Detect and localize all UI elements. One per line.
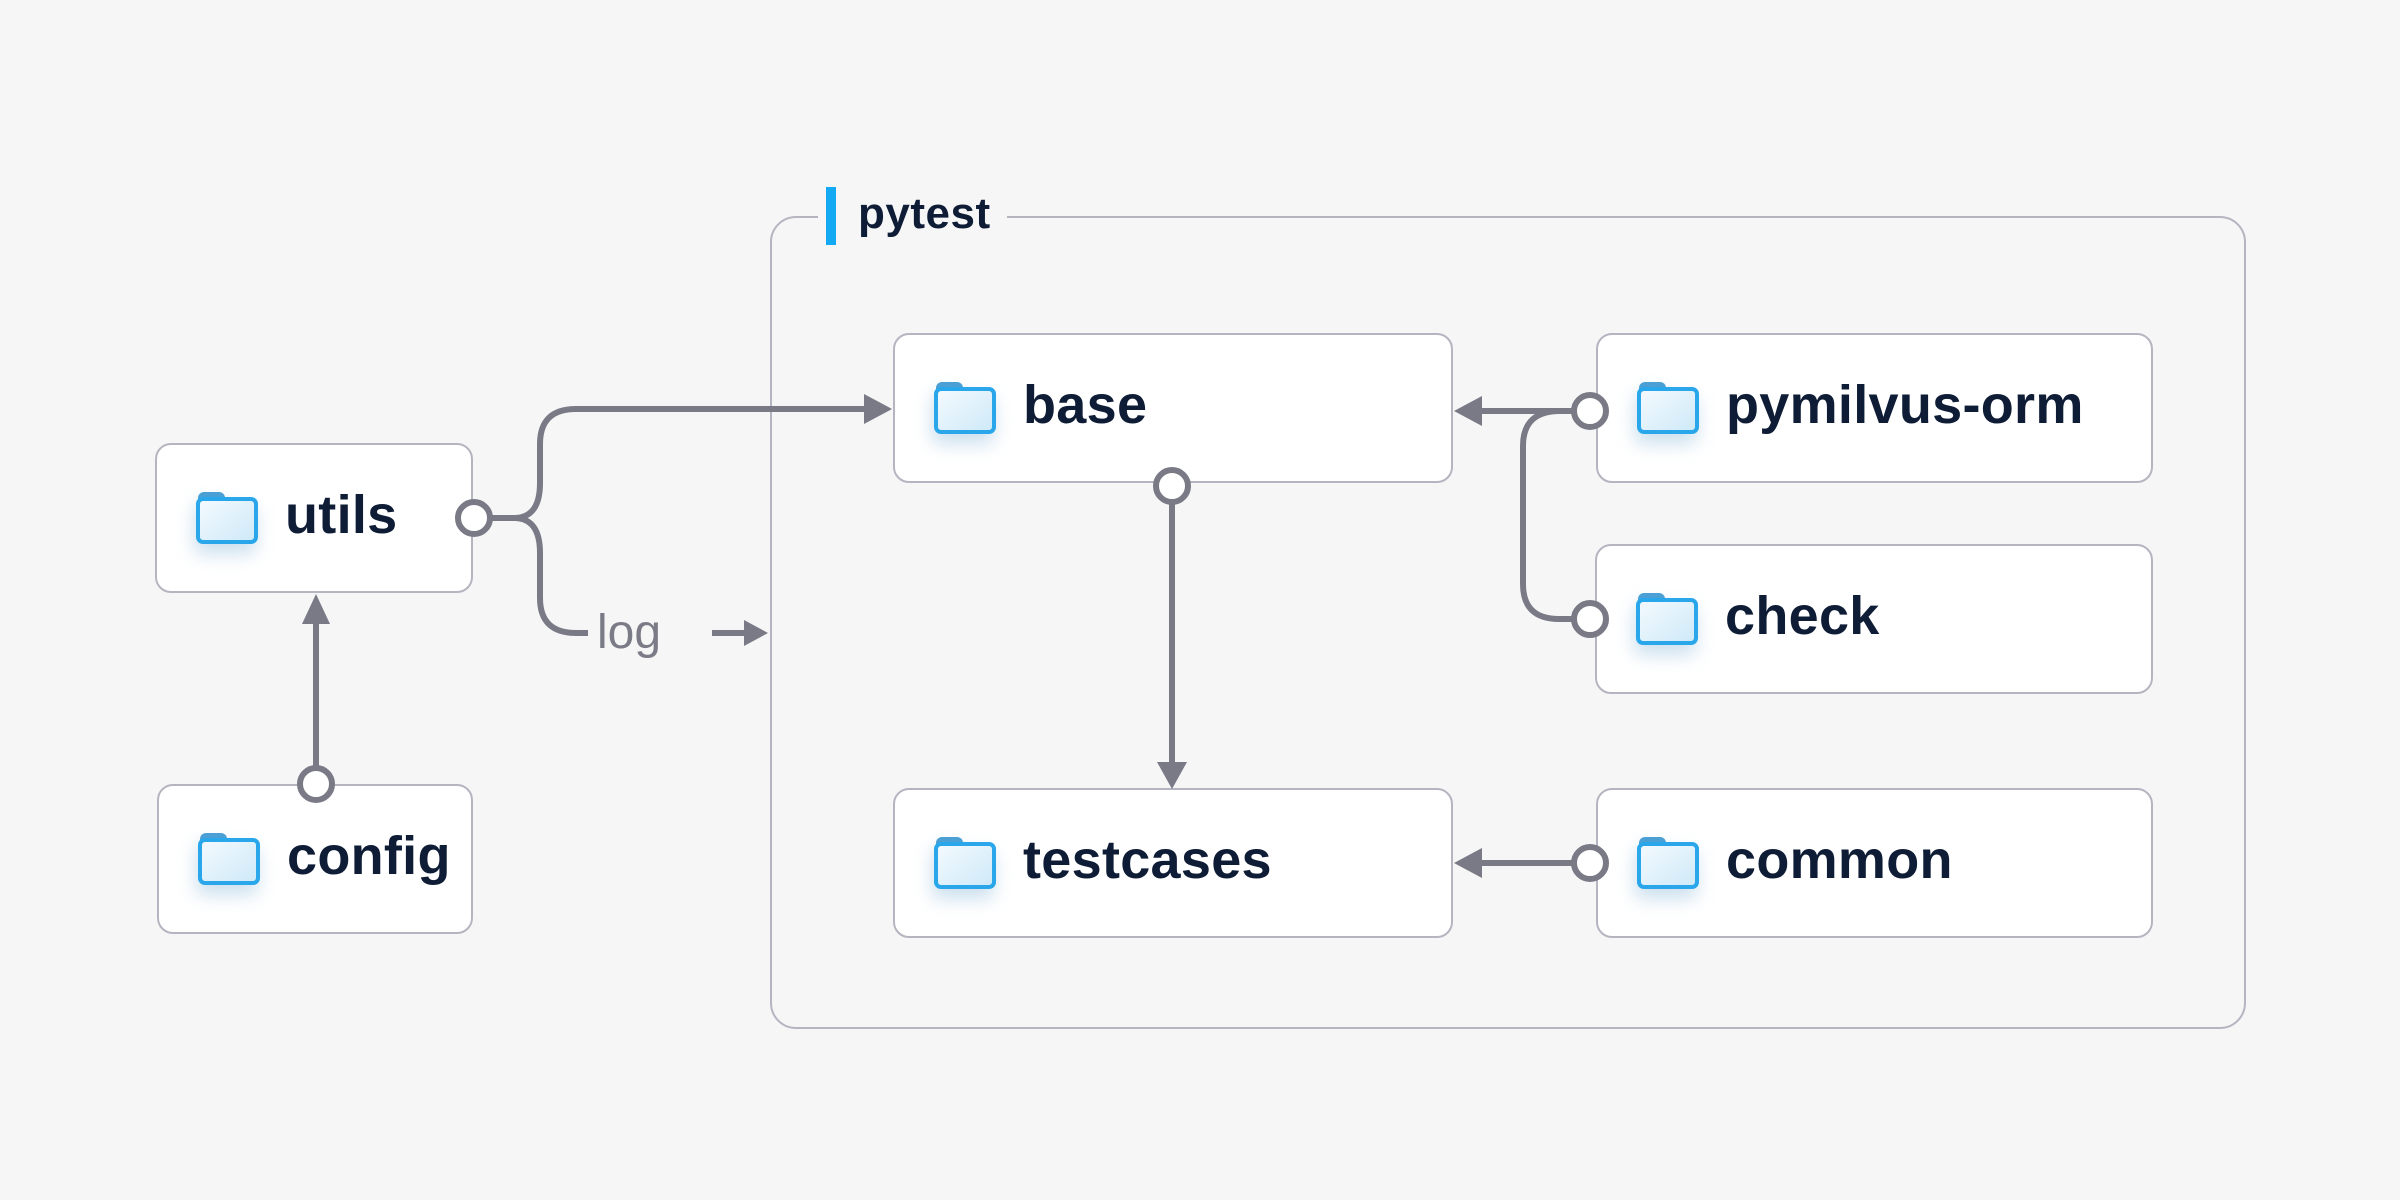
node-pymilvus-orm: pymilvus-orm [1596,333,2153,483]
node-testcases: testcases [893,788,1453,938]
node-base: base [893,333,1453,483]
folder-icon [934,837,996,889]
arrowhead-right-log [744,620,768,646]
node-label: config [287,826,451,886]
edge-label-log: log [591,604,668,662]
pytest-group-box [770,216,2246,1029]
folder-icon [1637,837,1699,889]
pytest-group-label: pytest [818,186,1007,246]
folder-icon [196,492,258,544]
node-config: config [157,784,473,934]
node-label: common [1726,830,1953,890]
arrowhead-up-utils [302,594,330,624]
folder-icon [934,382,996,434]
folder-icon [1636,593,1698,645]
node-label: check [1725,586,1880,646]
node-label: testcases [1023,830,1272,890]
node-label: utils [285,485,398,545]
node-common: common [1596,788,2153,938]
node-utils: utils [155,443,473,593]
node-check: check [1595,544,2153,694]
folder-icon [198,833,260,885]
pytest-group-title: pytest [858,189,991,238]
node-label: base [1023,375,1148,435]
folder-icon [1637,382,1699,434]
node-label: pymilvus-orm [1726,375,2084,435]
accent-bar [826,187,836,245]
